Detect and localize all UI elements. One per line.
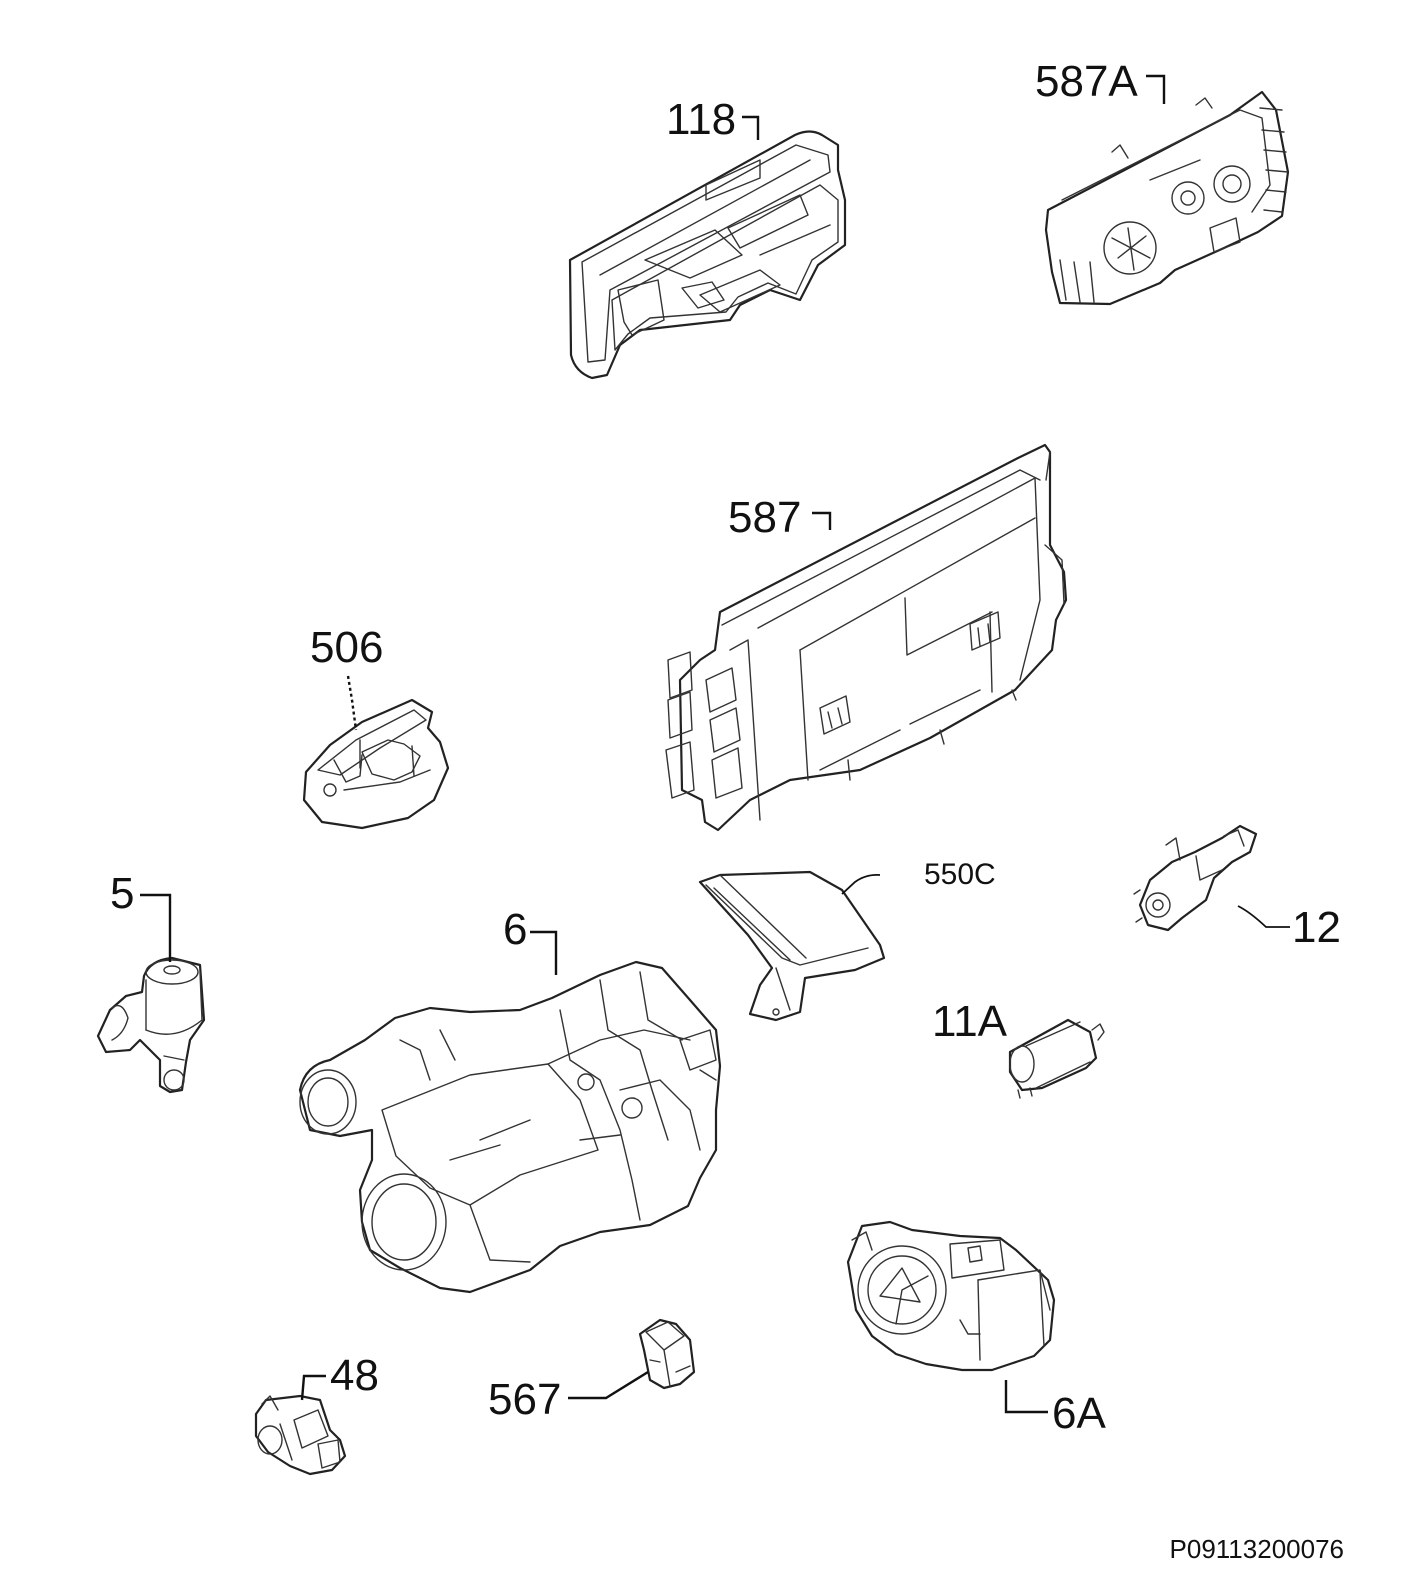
callout-567: 567: [488, 1375, 562, 1424]
callout-5: 5: [110, 869, 135, 918]
callout-6a: 6A: [1052, 1389, 1106, 1438]
callout-587: 587: [728, 493, 802, 542]
callout-587a: 587A: [1035, 57, 1138, 106]
sheet-code: P09113200076: [1169, 1534, 1344, 1564]
callout-48: 48: [330, 1351, 379, 1400]
callout-550c: 550C: [924, 858, 996, 891]
part-567: [638, 1318, 696, 1390]
leader-lines: [140, 74, 1290, 1414]
part-6-circulation-pump: [298, 960, 722, 1294]
callout-12: 12: [1292, 903, 1341, 952]
callout-11a: 11A: [932, 997, 1008, 1046]
part-5-valve: [96, 956, 206, 1094]
part-6a-drain-pump: [846, 1220, 1056, 1372]
part-11a: [1008, 1018, 1105, 1099]
callout-506: 506: [310, 623, 384, 672]
callout-6: 6: [503, 905, 528, 954]
part-587-main-control: [665, 443, 1068, 832]
part-118-door-switch: [568, 130, 847, 380]
part-550c: [698, 870, 886, 1022]
part-12: [1133, 824, 1258, 932]
part-587a-control-board: [1044, 90, 1290, 306]
part-48: [254, 1394, 347, 1476]
part-506: [302, 698, 450, 830]
callout-118: 118: [666, 95, 737, 144]
